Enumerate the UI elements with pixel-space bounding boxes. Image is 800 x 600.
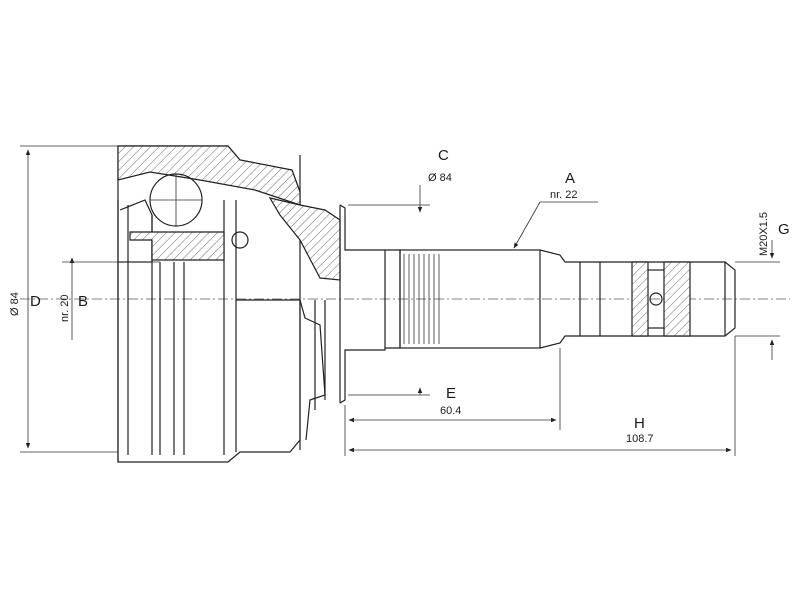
- dim-h: H 108.7: [344, 336, 736, 456]
- label-a: A: [565, 170, 575, 187]
- dim-g: M20X1.5 G: [735, 212, 790, 360]
- joint-housing: [117, 145, 341, 463]
- dim-d: Ø 84 D: [9, 145, 118, 453]
- spline-lines: [403, 254, 440, 344]
- dim-a-value: nr. 22: [550, 189, 578, 201]
- dim-h-value: 108.7: [626, 433, 654, 445]
- label-b: B: [78, 293, 88, 310]
- label-c: C: [438, 147, 449, 164]
- dim-b-value: nr. 20: [59, 294, 71, 322]
- label-d: D: [30, 293, 41, 310]
- dim-a: A nr. 22: [513, 170, 598, 249]
- shaft: [339, 204, 736, 404]
- label-g: G: [778, 221, 790, 238]
- dim-b: nr. 20 B: [59, 257, 160, 340]
- dim-c-value: Ø 84: [428, 172, 452, 184]
- dim-e: E 60.4: [344, 348, 561, 430]
- label-h: H: [634, 415, 645, 432]
- dim-g-value: M20X1.5: [758, 212, 770, 256]
- dim-e-value: 60.4: [440, 405, 461, 417]
- dim-d-value: Ø 84: [9, 292, 21, 316]
- dim-c: C Ø 84: [348, 147, 452, 396]
- label-e: E: [446, 385, 456, 402]
